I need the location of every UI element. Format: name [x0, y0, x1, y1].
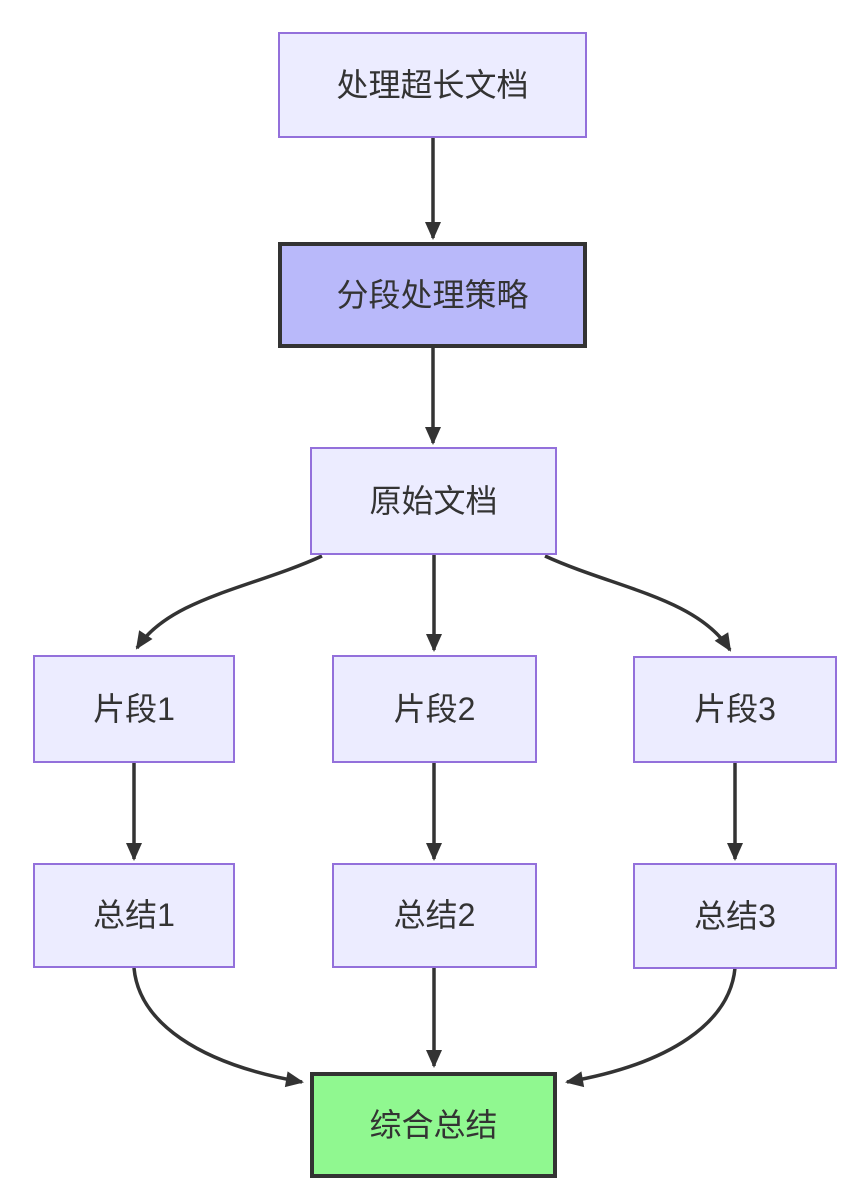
node-label: 片段3 — [694, 691, 776, 728]
node-label: 片段2 — [393, 690, 476, 727]
node-label: 片段1 — [93, 690, 175, 727]
edge-s1-final — [132, 967, 304, 1088]
node-label: 总结3 — [694, 897, 776, 934]
node-summary-1: 总结1 — [33, 863, 235, 968]
node-label: 分段处理策略 — [336, 276, 529, 313]
node-label: 原始文档 — [369, 482, 498, 519]
node-fragment-3: 片段3 — [633, 656, 837, 763]
node-segmentation-strategy: 分段处理策略 — [278, 242, 587, 348]
node-fragment-2: 片段2 — [332, 655, 537, 763]
node-summary-2: 总结2 — [332, 863, 537, 968]
node-label: 处理超长文档 — [336, 66, 529, 103]
node-summary-3: 总结3 — [633, 863, 837, 969]
edge-s3-final — [565, 967, 737, 1088]
node-label: 总结2 — [393, 897, 476, 934]
edge-c-d1 — [135, 554, 323, 650]
node-combined-summary: 综合总结 — [310, 1072, 557, 1178]
node-fragment-1: 片段1 — [33, 655, 235, 763]
node-process-long-document: 处理超长文档 — [278, 32, 587, 138]
node-original-document: 原始文档 — [310, 447, 557, 555]
node-label: 总结1 — [93, 897, 175, 934]
node-label: 综合总结 — [369, 1106, 498, 1143]
edge-c-d3 — [544, 554, 732, 652]
